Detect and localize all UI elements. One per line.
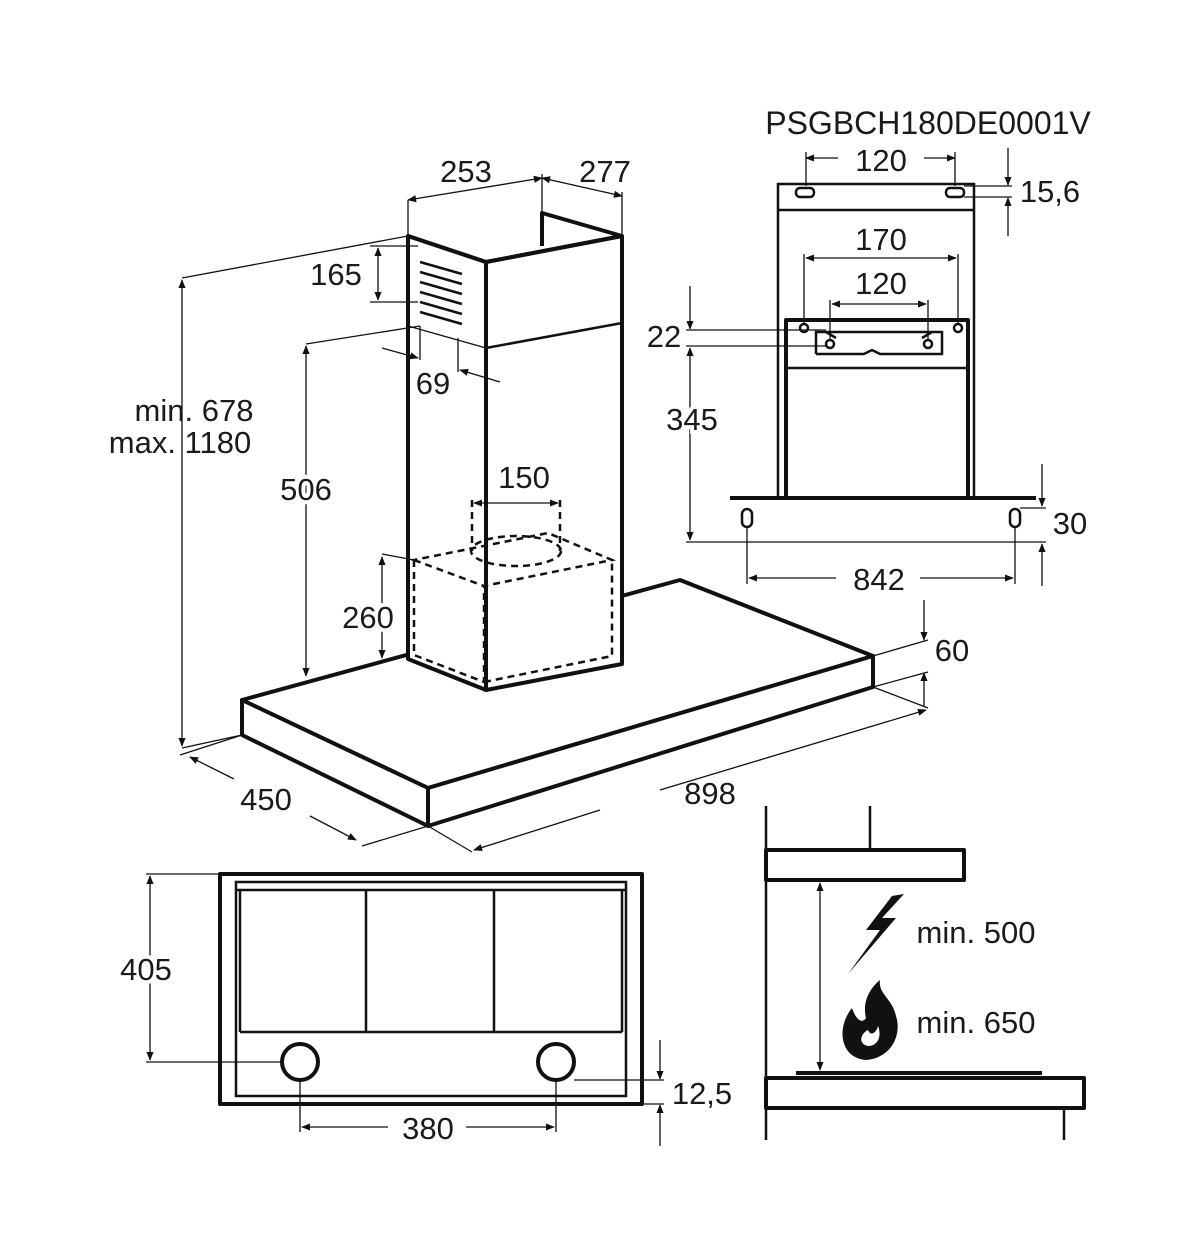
- motor-box-hidden: [409, 500, 617, 684]
- label-gas-min: min. 650: [917, 1005, 1036, 1040]
- dim-chimney-width: 277: [579, 154, 631, 189]
- dim-bracket-to-bottom: 345: [666, 402, 718, 437]
- dim-bottom-depth: 405: [120, 952, 172, 987]
- dim-vent-height: 165: [310, 257, 362, 292]
- light-left: [280, 1042, 320, 1082]
- dim-middle-bracket-spacing: 120: [855, 266, 907, 301]
- model-code: PSGBCH180DE0001V: [765, 105, 1091, 141]
- chimney-top-edge: [407, 234, 623, 264]
- dim-vent-offset: 69: [416, 366, 450, 401]
- dim-duct-diameter: 150: [498, 460, 550, 495]
- dim-top-bracket-spacing: 120: [855, 143, 907, 178]
- flame-icon: [842, 980, 898, 1060]
- dim-chimney-inner-height: 506: [280, 472, 332, 507]
- dim-canopy-depth: 450: [240, 782, 292, 817]
- dim-top-bracket-offset: 15,6: [1020, 174, 1080, 209]
- dim-height-max: max. 1180: [109, 425, 251, 460]
- label-electric-min: min. 500: [917, 915, 1036, 950]
- chimney-joint-line-left: [407, 325, 487, 349]
- bottom-view: 405 380 12,5: [116, 872, 732, 1146]
- dim-lights-spacing: 380: [402, 1111, 454, 1146]
- installation-height-view: min. 500 min. 650: [764, 806, 1086, 1140]
- front-mounting-view: 120 15,6 170 120 22 345 30: [647, 143, 1087, 597]
- dim-motor-height: 260: [342, 600, 394, 635]
- light-right: [536, 1042, 576, 1082]
- dim-canopy-thickness: 60: [935, 633, 969, 668]
- chimney-left-face: [406, 234, 488, 692]
- isometric-view: 253 277 165 69 min. 678 max. 1180 506 15…: [109, 154, 969, 853]
- dim-light-offset: 12,5: [672, 1076, 732, 1111]
- dim-middle-holes-spacing: 170: [855, 222, 907, 257]
- dim-height-min: min. 678: [135, 393, 254, 428]
- dim-bracket-height: 22: [647, 319, 681, 354]
- chimney-back-panel: [540, 211, 623, 246]
- dim-chimney-depth: 253: [440, 154, 492, 189]
- lightning-icon: [848, 894, 904, 974]
- dim-bottom-holes-spacing: 842: [853, 562, 905, 597]
- vent-slots: [419, 260, 463, 326]
- dim-canopy-width: 898: [684, 776, 736, 811]
- chimney-joint-line: [485, 321, 623, 350]
- dim-bottom-holes-offset: 30: [1053, 506, 1087, 541]
